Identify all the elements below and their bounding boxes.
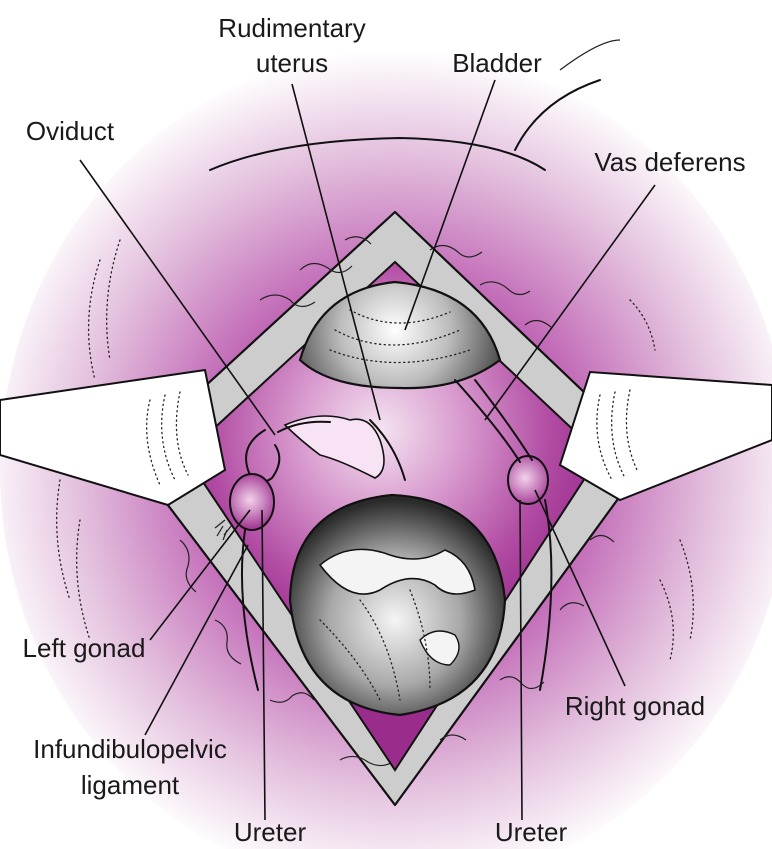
label-rudimentary-uterus-2: uterus [256, 48, 328, 78]
label-left-gonad: Left gonad [23, 633, 146, 663]
label-ureter-right: Ureter [495, 817, 568, 847]
label-bladder: Bladder [452, 48, 542, 78]
label-infundibulopelvic-2: ligament [81, 770, 180, 800]
label-vas-deferens: Vas deferens [594, 147, 745, 177]
pelvic-cavity [290, 495, 505, 715]
label-ureter-left: Ureter [234, 817, 307, 847]
label-oviduct: Oviduct [26, 116, 115, 146]
label-rudimentary-uterus-1: Rudimentary [218, 13, 365, 43]
label-infundibulopelvic-1: Infundibulopelvic [33, 734, 227, 764]
label-right-gonad: Right gonad [565, 691, 705, 721]
